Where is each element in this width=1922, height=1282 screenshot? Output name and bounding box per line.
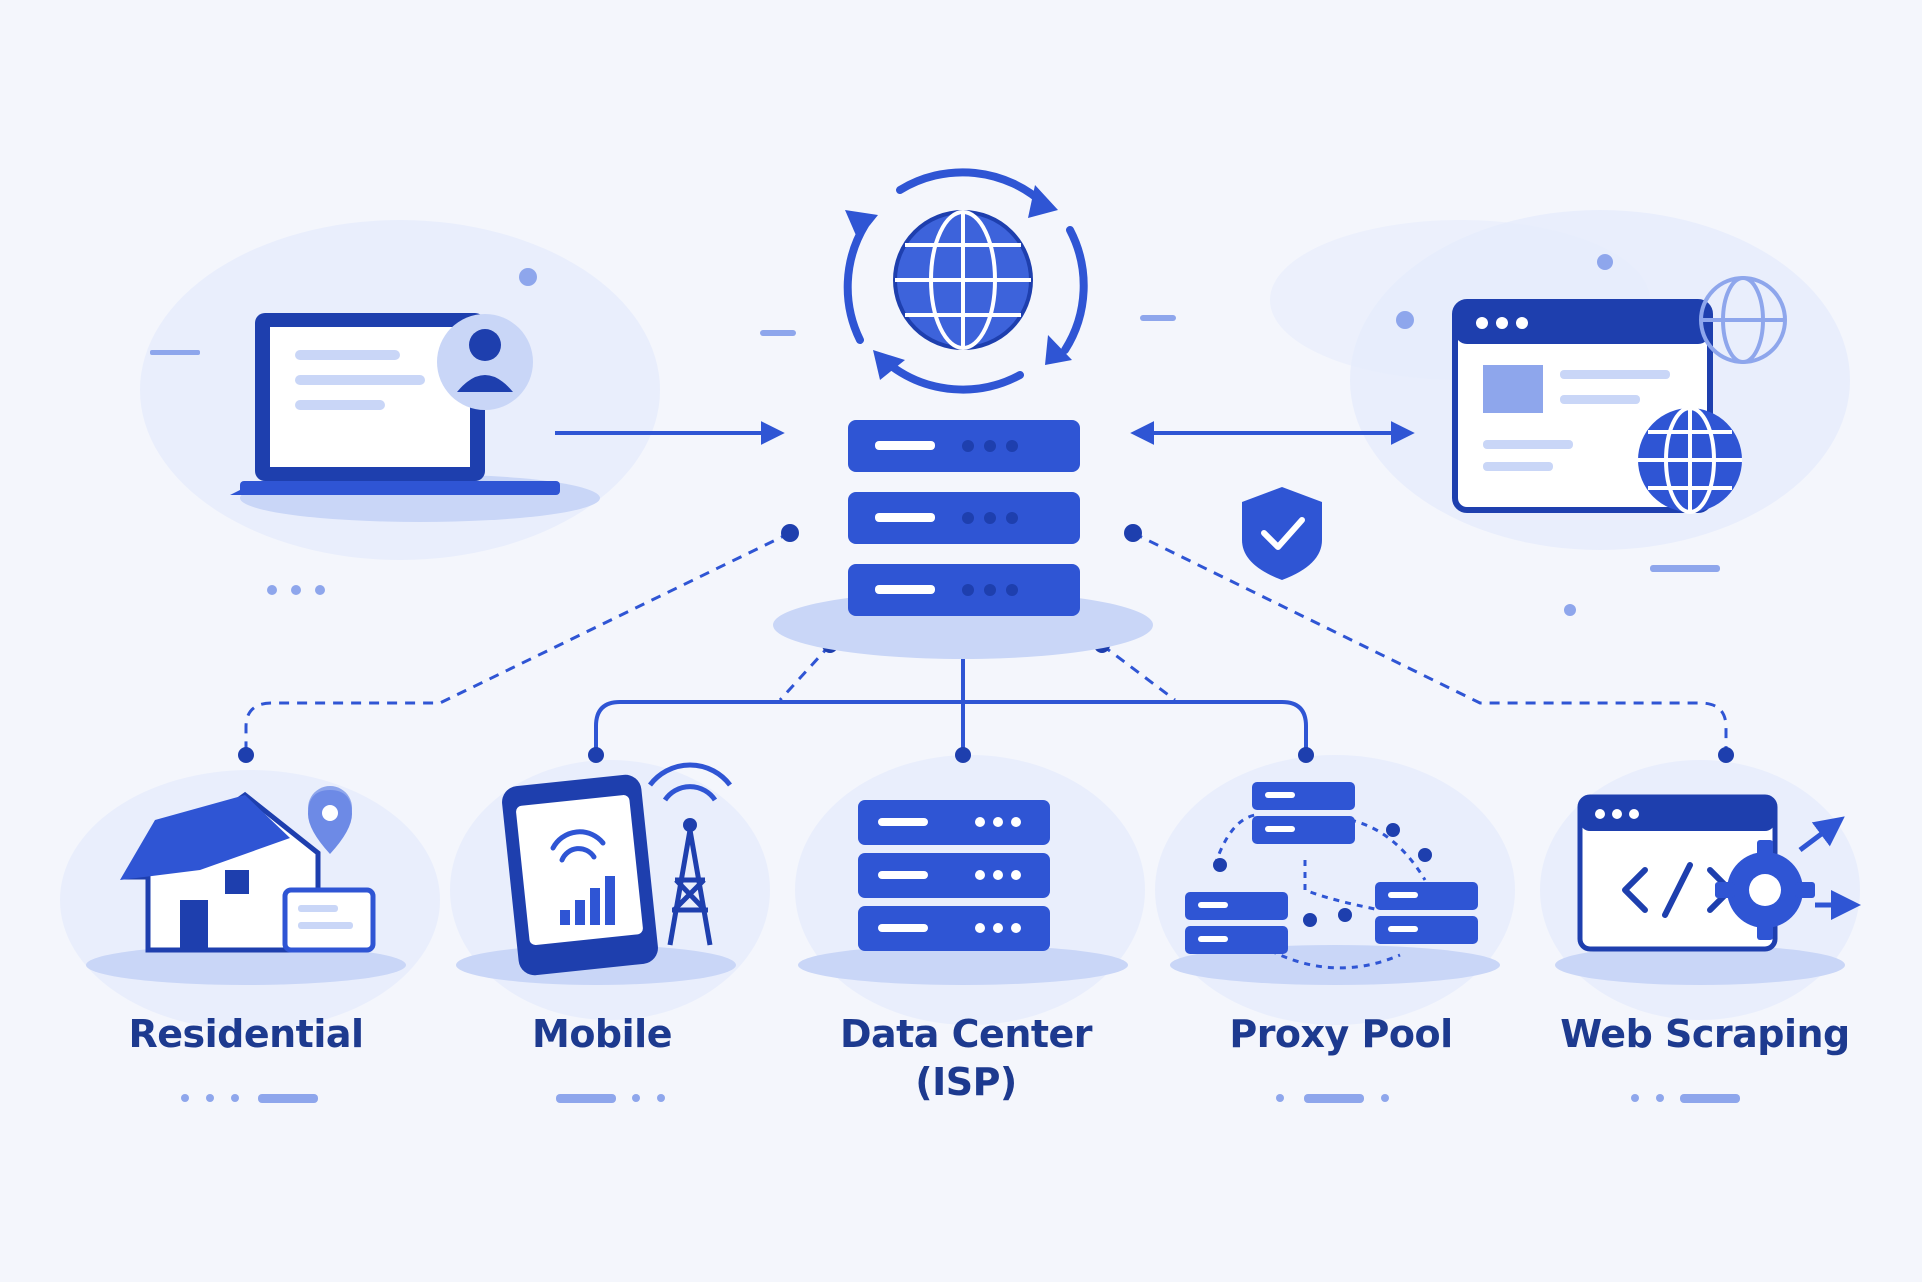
shield-check-icon [1242,487,1322,580]
rotating-globe-server-icon [773,168,1153,659]
mobile-label-text: Mobile [532,1012,672,1056]
label-residential: Residential [66,1010,426,1058]
label-web-scraping: Web Scraping [1525,1010,1885,1058]
datacenter-label-line1: Data Center [839,1012,1093,1056]
web-scraping-label-text: Web Scraping [1560,1012,1850,1056]
dashed-right-inner-line [1101,643,1176,702]
phone-tower-icon [456,762,736,985]
dashed-residential-line [244,531,791,748]
datacenter-label-line2: (ISP) [915,1060,1017,1104]
website-globe-icon [1452,276,1787,514]
decorative-dashes [181,1094,1740,1103]
label-mobile: Mobile [422,1010,782,1058]
connectors [244,421,1728,748]
decorative-dots [150,254,1720,616]
server-network-icon [1170,782,1500,985]
server-rack-icon [798,800,1128,985]
label-datacenter: Data Center (ISP) [786,1010,1146,1106]
proxy-pool-label-text: Proxy Pool [1229,1012,1453,1056]
dashed-web-scraping-line [1132,531,1728,748]
residential-label-text: Residential [128,1012,364,1056]
label-proxy-pool: Proxy Pool [1161,1010,1521,1058]
branch-proxy-pool-line [963,700,1308,748]
branch-mobile-line [594,700,963,748]
house-icon [86,786,406,985]
dashed-left-inner-line [778,643,832,702]
code-gear-icon [1555,794,1861,985]
laptop-user-icon [230,313,600,522]
